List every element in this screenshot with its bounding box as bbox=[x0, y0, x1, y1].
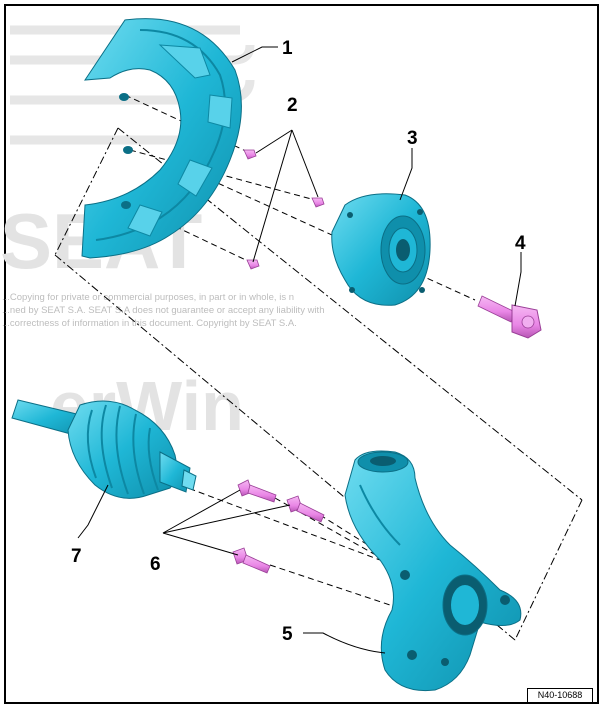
drive-shaft bbox=[11, 399, 197, 499]
knuckle-bolt-2 bbox=[286, 495, 325, 523]
knuckle-bolt-1 bbox=[237, 479, 277, 503]
small-bolt-middle bbox=[311, 197, 325, 208]
diagram-frame bbox=[4, 4, 599, 704]
callout-4: 4 bbox=[515, 233, 526, 254]
callout-6: 6 bbox=[150, 554, 161, 575]
watermark-line-2: ...ned by SEAT S.A. SEAT S.A does not gu… bbox=[2, 305, 324, 316]
callout-3: 3 bbox=[407, 128, 418, 149]
small-bolt-top bbox=[243, 149, 257, 160]
knuckle-bolts bbox=[232, 479, 325, 574]
hub-bolt bbox=[477, 295, 542, 339]
splash-shield bbox=[81, 18, 242, 259]
watermark-line-1: ...Copying for private or commercial pur… bbox=[2, 292, 294, 303]
callout-1: 1 bbox=[282, 38, 293, 59]
watermark-line-3: ...correctness of information in this do… bbox=[2, 318, 297, 329]
shield-bolts bbox=[243, 149, 325, 270]
callout-7: 7 bbox=[71, 546, 82, 567]
callout-5: 5 bbox=[282, 624, 293, 645]
wheel-hub bbox=[331, 193, 431, 306]
leader-lines bbox=[77, 46, 522, 654]
steering-knuckle bbox=[344, 450, 522, 692]
reference-code: N40-10688 bbox=[527, 688, 593, 703]
callout-2: 2 bbox=[287, 95, 298, 116]
knuckle-bolt-3 bbox=[232, 547, 271, 574]
